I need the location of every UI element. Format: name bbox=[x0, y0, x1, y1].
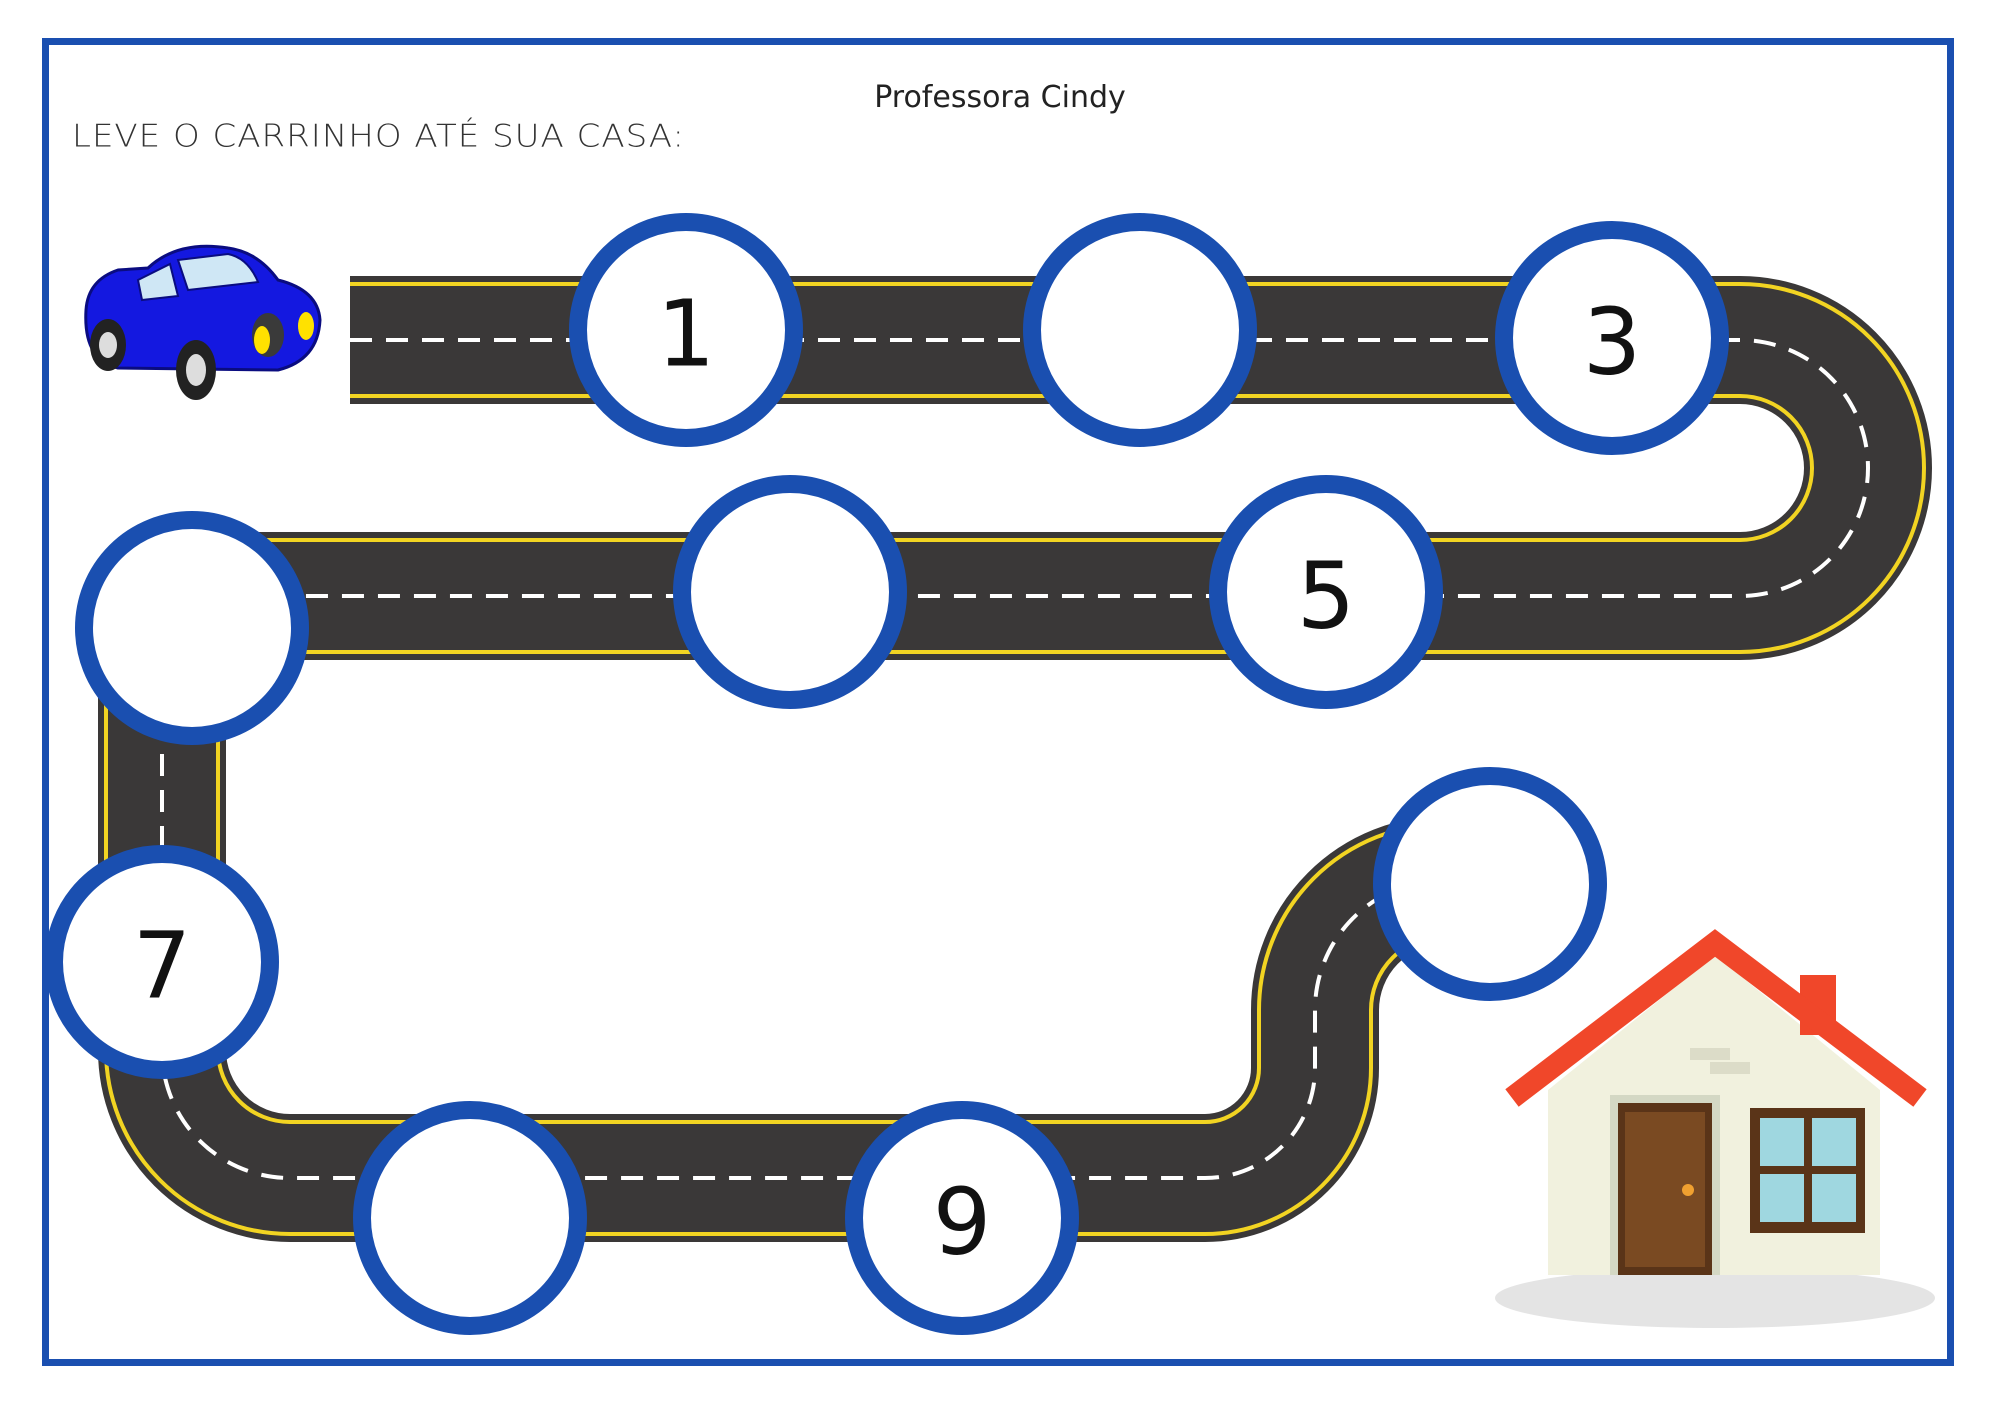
number-circle-2[interactable] bbox=[1023, 213, 1257, 447]
circle-outline bbox=[1023, 213, 1257, 447]
number-circle-9[interactable]: 9 bbox=[845, 1101, 1079, 1335]
circle-outline bbox=[75, 511, 309, 745]
circle-outline bbox=[353, 1101, 587, 1335]
road bbox=[98, 276, 1932, 1242]
circle-outline bbox=[569, 213, 803, 447]
circle-outline bbox=[1373, 767, 1607, 1001]
circle-outline bbox=[1209, 475, 1443, 709]
circle-outline bbox=[673, 475, 907, 709]
number-circle-4[interactable] bbox=[673, 475, 907, 709]
circle-outline bbox=[845, 1101, 1079, 1335]
circle-number: 3 bbox=[1583, 289, 1642, 396]
house-icon bbox=[1495, 929, 1935, 1328]
circle-number: 1 bbox=[657, 281, 716, 388]
number-circle-8[interactable] bbox=[353, 1101, 587, 1335]
number-circles: 1 3 5 7 9 bbox=[45, 213, 1729, 1335]
circle-number: 7 bbox=[133, 913, 192, 1020]
circle-number: 5 bbox=[1297, 543, 1356, 650]
circle-number: 9 bbox=[933, 1169, 992, 1276]
number-circle-6[interactable] bbox=[75, 511, 309, 745]
number-circle-10[interactable] bbox=[1373, 767, 1607, 1001]
number-circle-5[interactable]: 5 bbox=[1209, 475, 1443, 709]
circle-outline bbox=[45, 845, 279, 1079]
number-circle-3[interactable]: 3 bbox=[1495, 221, 1729, 455]
number-circle-1[interactable]: 1 bbox=[569, 213, 803, 447]
car-icon bbox=[84, 244, 322, 400]
instruction-text: LEVE O CARRINHO ATÉ SUA CASA: bbox=[72, 118, 685, 155]
number-circle-7[interactable]: 7 bbox=[45, 845, 279, 1079]
author-name: Professora Cindy bbox=[874, 80, 1126, 115]
circle-outline bbox=[1495, 221, 1729, 455]
